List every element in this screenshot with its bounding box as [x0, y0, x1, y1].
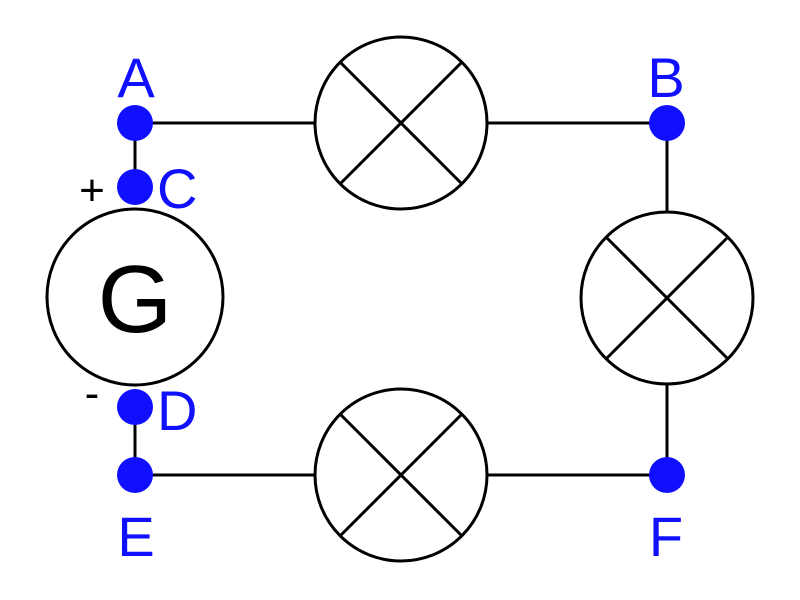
negative-terminal-label: -: [85, 369, 100, 418]
node-c-dot: [117, 169, 153, 205]
node-d-label: D: [157, 379, 197, 442]
node-a-dot: [117, 105, 153, 141]
node-b-dot: [649, 105, 685, 141]
generator: G + -: [45, 166, 225, 418]
node-a-label: A: [117, 46, 155, 109]
node-e-dot: [117, 457, 153, 493]
lamp-top: [313, 35, 489, 211]
node-f-dot: [649, 457, 685, 493]
lamp-right: [579, 210, 755, 386]
lamp-cross-line: [604, 235, 730, 361]
lamp-bottom: [313, 387, 489, 563]
node-d-dot: [117, 389, 153, 425]
generator-icon: [45, 207, 225, 387]
node-b-label: B: [647, 46, 684, 109]
node-e-label: E: [117, 505, 154, 568]
node-f-label: F: [649, 505, 683, 568]
lamp-cross-line: [338, 412, 464, 538]
generator-label: G: [98, 246, 173, 353]
positive-terminal-label: +: [79, 166, 105, 215]
node-c-label: C: [157, 157, 197, 220]
nodes: A B C D E F: [117, 46, 685, 568]
lamp-cross-line: [338, 60, 464, 186]
